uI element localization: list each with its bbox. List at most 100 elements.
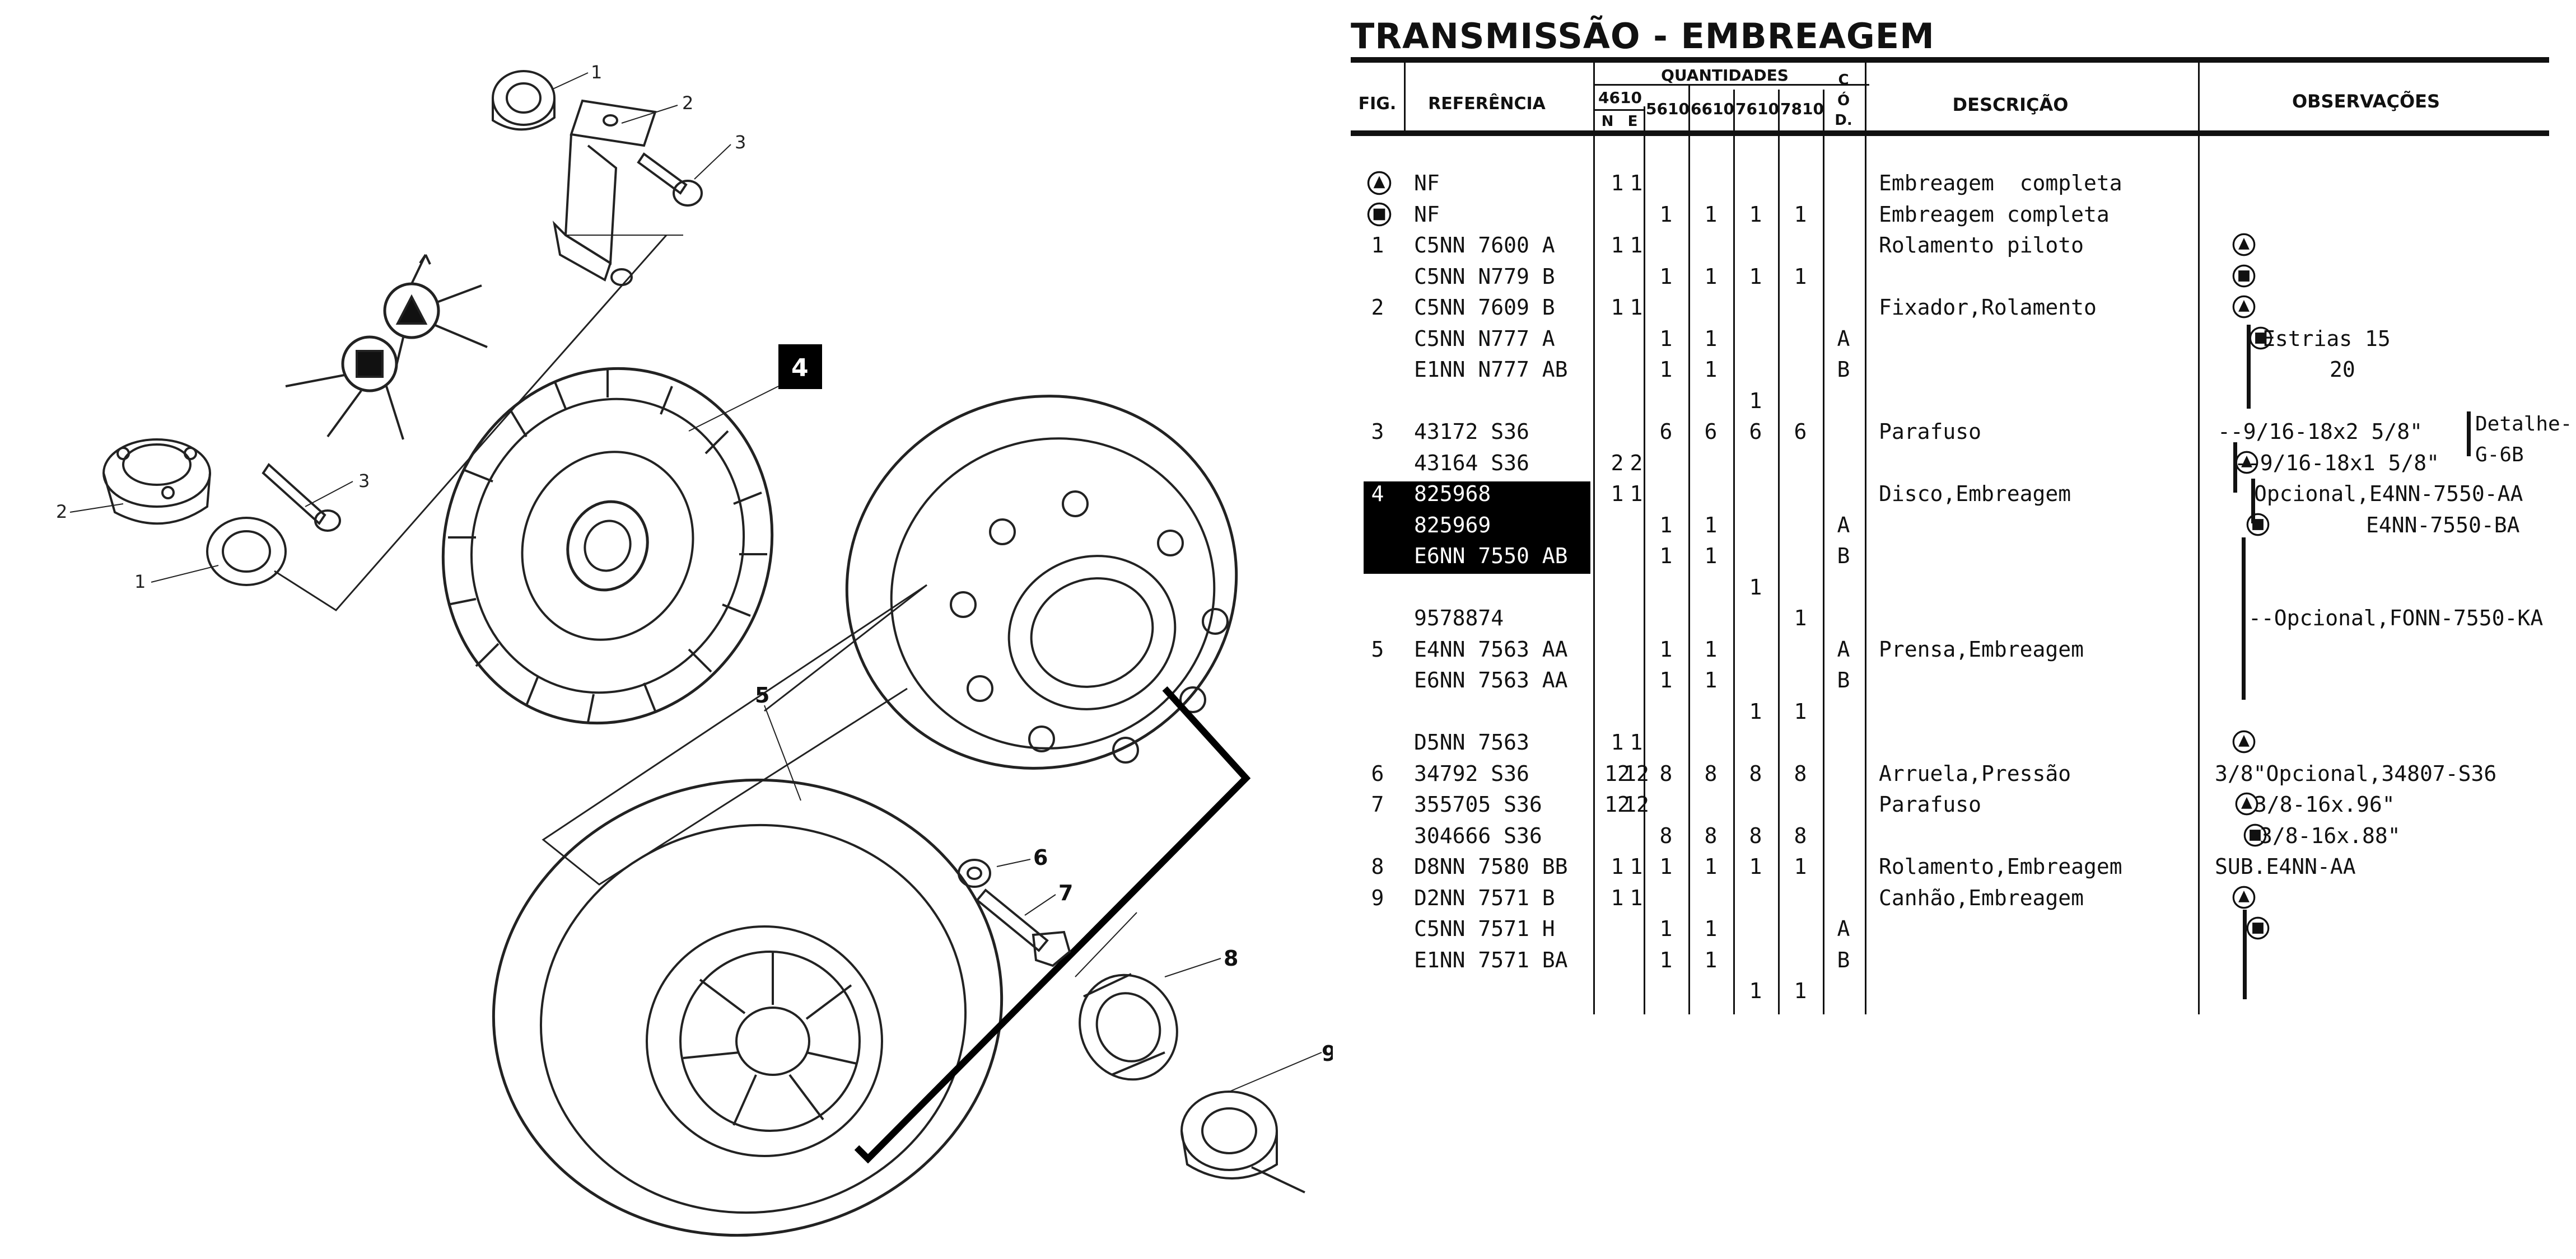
row-obs: 3/8-16x.96" [2254,792,2395,817]
sep-cod [1865,63,1866,1014]
row-ref: E1NN 7571 BA [1414,947,1568,972]
sep-7810 [1823,90,1824,1014]
row-q5610: 1 [1659,947,1673,972]
row-ref: NF [1414,171,1440,195]
callout-2-top: 2 [682,92,693,114]
row-q5610: 1 [1659,636,1673,662]
row-q7810: 8 [1794,761,1807,786]
sep-fig [1404,63,1406,130]
row-n: 12 [1604,792,1630,817]
row-q5610: 8 [1659,761,1673,786]
row-ref: 34792 S36 [1414,761,1529,786]
row-q6610: 1 [1704,544,1718,568]
row-fig: 2 [1371,295,1384,320]
quant-rule [1595,84,1869,86]
row-obs: --9/16-18x1 5/8" [2234,450,2440,475]
triangle-icon [2232,295,2256,319]
row-e: 1 [1630,481,1643,506]
row-q6610: 1 [1704,636,1718,662]
row-q5610: 1 [1659,326,1673,351]
row-obs: 20 [2330,357,2355,382]
obs-bar-6 [2467,411,2471,456]
row-n: 1 [1611,885,1624,910]
row-q5610: 1 [1659,264,1673,289]
row-fig: 8 [1371,854,1384,879]
row-fig: 3 [1371,419,1384,444]
row-n: 1 [1611,854,1624,879]
row-q5610: 1 [1659,512,1673,537]
row-ref: E4NN 7563 AA [1414,636,1568,662]
row-q7610: 1 [1749,699,1762,724]
bearing-left [206,517,287,586]
triangle-icon [1367,171,1392,195]
row-n: 1 [1611,481,1624,506]
row-q5610: 1 [1659,357,1673,382]
row-q7810: 1 [1794,854,1807,879]
row-q6610: 1 [1704,668,1718,692]
sep-5610 [1688,84,1690,1014]
bolt-7 [976,888,1071,967]
square-icon [2232,264,2256,287]
row-fig: 9 [1371,885,1384,910]
row-e: 12 [1623,792,1649,817]
col-header-observacoes: OBSERVAÇÕES [2292,91,2440,112]
col-header-7610: 7610 [1735,100,1779,118]
row-desc: Prensa,Embreagem [1879,636,2084,662]
col-header-descricao: DESCRIÇÃO [1952,94,2069,115]
row-q7810: 1 [1794,264,1807,289]
row-desc: Parafuso [1879,792,1982,817]
obs-bar-2 [2233,442,2237,493]
row-q7610: 1 [1749,854,1762,879]
sep-7610 [1778,90,1780,1014]
row-q5610: 1 [1659,544,1673,568]
release-bearing [1079,973,1178,1081]
square-icon [1367,202,1392,226]
square-icon [2246,513,2270,536]
row-n: 12 [1604,761,1630,786]
row-cod: A [1837,636,1850,662]
obs-bar-3 [2251,479,2255,523]
clutch-disc [441,367,774,725]
row-n: 1 [1611,171,1624,195]
callout-1-left: 1 [134,571,146,592]
callout-2-left: 2 [56,501,67,522]
row-ref: 43172 S36 [1414,419,1529,444]
obs-bar-4 [2242,537,2246,700]
row-q7610: 1 [1749,388,1762,413]
row-e: 2 [1630,450,1643,475]
col-header-e: E [1627,113,1638,130]
triangle-icon [2232,730,2256,753]
row-desc: Fixador,Rolamento [1879,295,2097,320]
row-ref: E6NN 7550 AB [1414,544,1568,568]
obs-detalhe-1: Detalhe- [2475,413,2573,436]
row-q6610: 1 [1704,916,1718,941]
row-q5610: 1 [1659,202,1673,227]
row-q6610: 1 [1704,512,1718,537]
row-ref: E6NN 7563 AA [1414,668,1568,692]
row-q6610: 1 [1704,326,1718,351]
callout-6: 6 [1033,845,1048,870]
row-q7610: 1 [1749,574,1762,600]
row-ref: C5NN 7600 A [1414,233,1555,258]
triangle-icon [2232,886,2256,909]
row-e: 1 [1630,885,1643,910]
row-obs: E4NN-7550-BA [2366,512,2520,537]
row-q5610: 6 [1659,419,1673,444]
row-desc: Embreagem completa [1879,202,2110,227]
row-ref: D2NN 7571 B [1414,885,1555,910]
sep-ref [1593,63,1595,1014]
row-q7610: 1 [1749,979,1762,1003]
col-header-6610: 6610 [1691,100,1734,118]
row-q6610: 8 [1704,823,1718,848]
row-fig: 5 [1371,636,1384,662]
row-obs: 3/8"Opcional,34807-S36 [2215,761,2497,786]
callout-8: 8 [1224,946,1238,971]
triangle-symbol [383,254,488,373]
square-icon [2243,823,2267,846]
row-obs: Opcional,E4NN-7550-AA [2254,481,2523,506]
col-header-cod-o: Ó [1837,92,1850,109]
row-q6610: 1 [1704,947,1718,972]
row-q6610: 6 [1704,419,1718,444]
row-q7810: 1 [1794,606,1807,630]
bolt-left [262,462,341,532]
